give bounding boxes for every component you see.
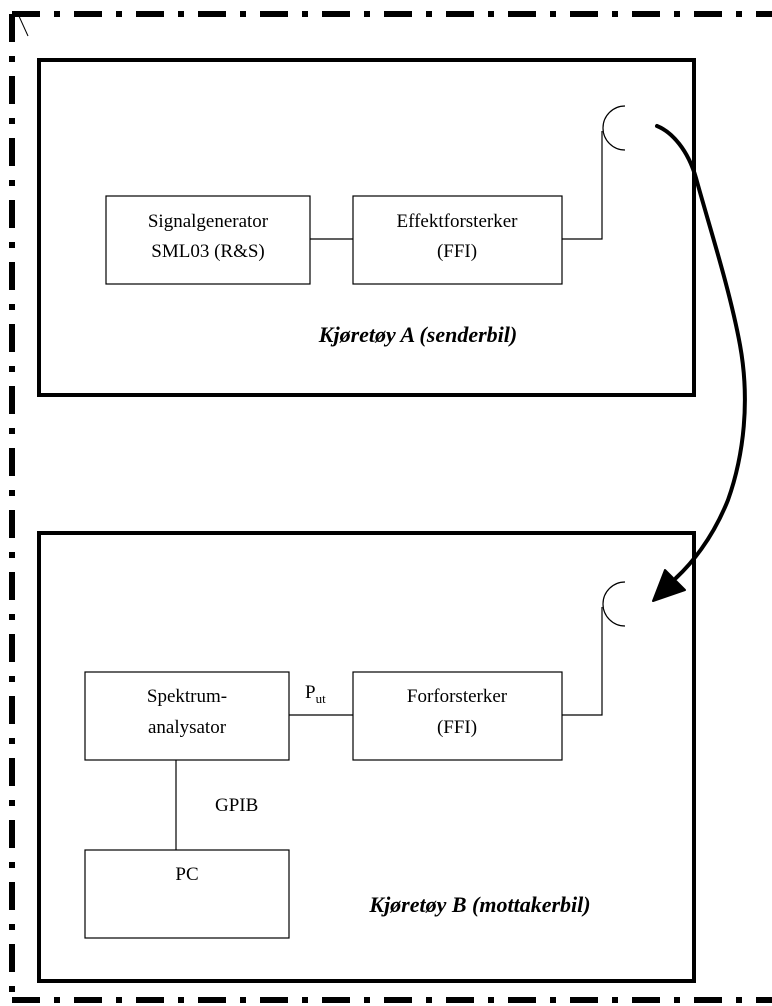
receive-antenna-icon <box>602 581 626 627</box>
output-power-label: Put <box>305 682 326 706</box>
spectrum-analyzer-label-1: Spektrum- <box>147 686 227 707</box>
pc-label: PC <box>175 864 198 885</box>
signal-generator-model: SML03 (R&S) <box>151 241 265 262</box>
transmit-antenna-feed <box>562 131 603 240</box>
vehicle-a-frame <box>37 58 696 397</box>
vehicle-b-frame <box>37 531 696 983</box>
outer-frame <box>9 11 772 1006</box>
receive-antenna-feed <box>562 607 603 716</box>
preamplifier-box <box>352 671 563 761</box>
spectrum-analyzer-box <box>84 671 290 761</box>
output-power-subscript: ut <box>316 691 327 706</box>
spectrum-analyzer-label-2: analysator <box>148 717 227 738</box>
power-amplifier-label: Effektforsterker <box>397 211 519 232</box>
corner-mark <box>17 13 29 37</box>
power-amplifier-maker: (FFI) <box>437 241 477 262</box>
vehicle-b-label: Kjøretøy B (mottakerbil) <box>368 892 590 917</box>
gpib-label: GPIB <box>215 795 258 816</box>
signal-generator-box <box>105 195 311 285</box>
power-amplifier-box <box>352 195 563 285</box>
vehicle-a-label: Kjøretøy A (senderbil) <box>318 322 517 347</box>
transmit-antenna-icon <box>602 105 626 151</box>
preamplifier-label: Forforsterker <box>407 686 508 707</box>
radio-link-arrowhead <box>652 569 686 602</box>
radio-link-curve <box>655 124 747 580</box>
preamplifier-maker: (FFI) <box>437 717 477 738</box>
signal-generator-label: Signalgenerator <box>148 211 269 232</box>
pc-box <box>84 849 290 939</box>
output-power-symbol: P <box>305 682 316 703</box>
